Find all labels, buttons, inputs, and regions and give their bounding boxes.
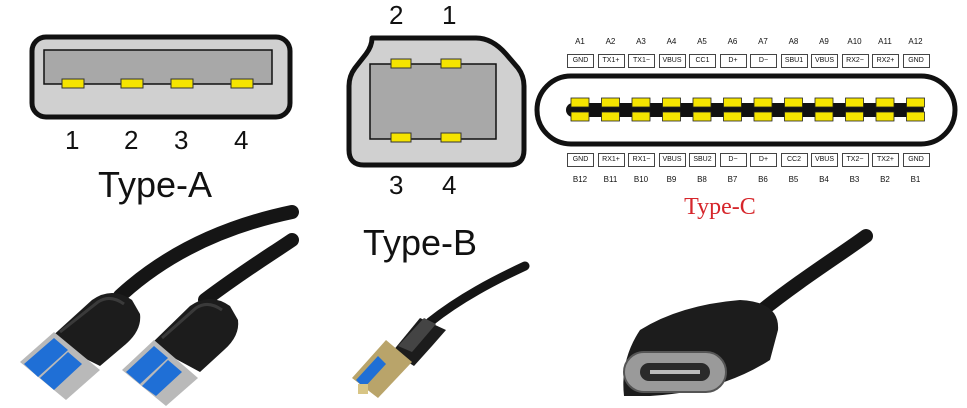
type-c-top-signal: RX2−	[841, 54, 869, 68]
type-a-pin-3: 3	[174, 125, 189, 155]
type-c-bottom-pin-id: B2	[880, 175, 890, 184]
type-c-pin-contact	[570, 97, 590, 108]
type-c-top-pin-id: A6	[727, 37, 738, 46]
type-c-top-pin-id: A1	[575, 37, 585, 46]
type-c-pin-contact	[631, 97, 651, 108]
type-c-bottom-pin-id: B9	[666, 175, 677, 184]
type-a-pin-4: 4	[234, 125, 249, 155]
type-c-pin-contact	[784, 97, 803, 108]
type-c-pin-contact	[570, 111, 590, 122]
type-c-bottom-pin-id: B11	[603, 175, 618, 184]
type-c-top-pin-id: A12	[908, 37, 923, 46]
type-c-pin-contact	[784, 111, 803, 122]
type-c-bottom-signal: RX1+	[597, 153, 625, 167]
type-c-bottom-signal: TX2+	[872, 153, 899, 167]
type-c-bottom-signal: GND	[567, 153, 594, 167]
type-c-pin-contact	[662, 111, 681, 122]
type-c-top-pin-id: A7	[758, 37, 768, 46]
type-c-bottom-signal: GND	[902, 153, 930, 167]
type-c-bottom-signal: SBU2	[689, 153, 716, 167]
type-c-top-signal: GND	[902, 54, 930, 68]
type-c-top-signal: VBUS	[658, 54, 686, 68]
type-c-top-signal: TX1+	[597, 54, 625, 68]
type-c-pin-contact	[753, 111, 773, 122]
type-c-bottom-pin-id: B12	[572, 175, 588, 184]
type-c-pin-contact	[723, 111, 742, 122]
type-c-bottom-pin-id: B3	[849, 175, 860, 184]
type-c-title: Type-C	[684, 194, 756, 220]
type-c-pin-contact	[875, 97, 895, 108]
type-c-top-signal: D−	[750, 54, 777, 68]
type-c-top-signal: CC1	[689, 54, 716, 68]
type-c-top-pin-id: A9	[819, 37, 829, 46]
type-c-top-signal: SBU1	[780, 54, 808, 68]
type-c-top-pin-id: A4	[666, 37, 677, 46]
type-c-pin-contact	[906, 111, 925, 122]
type-c-top-pin-id: A8	[788, 37, 799, 46]
type-a-title: Type-A	[98, 164, 213, 205]
type-c-bottom-pin-id: B6	[758, 175, 768, 184]
type-b-pin-4: 4	[442, 170, 457, 200]
type-c-bottom-signal: VBUS	[658, 153, 686, 167]
type-c-top-pin-id: A5	[697, 37, 707, 46]
type-c-top-pin-id: A3	[636, 37, 646, 46]
type-c-top-signal: VBUS	[811, 54, 838, 68]
type-c-bottom-pin-id: B7	[727, 175, 738, 184]
type-c-pin-contact	[906, 97, 925, 108]
type-c-bottom-signal: VBUS	[811, 153, 838, 167]
type-c-pin-contact	[875, 111, 895, 122]
type-c-pin-contact	[845, 111, 864, 122]
type-c-top-pin-id: A2	[605, 37, 616, 46]
type-c-bottom-pin-id: B8	[697, 175, 707, 184]
type-c-pin-contact	[601, 111, 620, 122]
type-c-pin-contact	[723, 97, 742, 108]
type-c-pin-contact	[631, 111, 651, 122]
type-c-pin-contact	[692, 111, 712, 122]
type-c-bottom-signal: TX2−	[841, 153, 869, 167]
type-c-top-pin-id: A11	[878, 37, 892, 46]
type-c-bottom-pin-id: B10	[633, 175, 649, 184]
type-c-top-signal: GND	[567, 54, 594, 68]
type-c-pin-contact	[662, 97, 681, 108]
type-c-pin-contact	[814, 97, 834, 108]
type-b-pin-1: 1	[442, 0, 457, 30]
type-c-bottom-signal: D−	[719, 153, 747, 167]
type-c-bottom-pin-id: B5	[788, 175, 799, 184]
type-c-pin-contact	[814, 111, 834, 122]
type-c-pin-contact	[601, 97, 620, 108]
type-b-pin-3: 3	[389, 170, 404, 200]
type-a-pin-2: 2	[124, 125, 139, 155]
type-b-pin-2: 2	[389, 0, 404, 30]
type-c-bottom-signal: D+	[750, 153, 777, 167]
type-c-bottom-pin-id: B1	[910, 175, 921, 184]
type-b-title: Type-B	[363, 222, 478, 263]
type-c-pin-contact	[753, 97, 773, 108]
type-c-bottom-signal: CC2	[780, 153, 808, 167]
type-c-top-pin-id: A10	[847, 37, 862, 46]
type-c-pin-contact	[692, 97, 712, 108]
type-c-pin-contact	[845, 97, 864, 108]
type-c-top-signal: TX1−	[628, 54, 655, 68]
type-c-bottom-pin-id: B4	[819, 175, 829, 184]
type-c-top-signal: RX2+	[872, 54, 899, 68]
type-a-pin-1: 1	[65, 125, 80, 155]
type-c-bottom-signal: RX1−	[628, 153, 655, 167]
type-c-top-signal: D+	[719, 54, 747, 68]
